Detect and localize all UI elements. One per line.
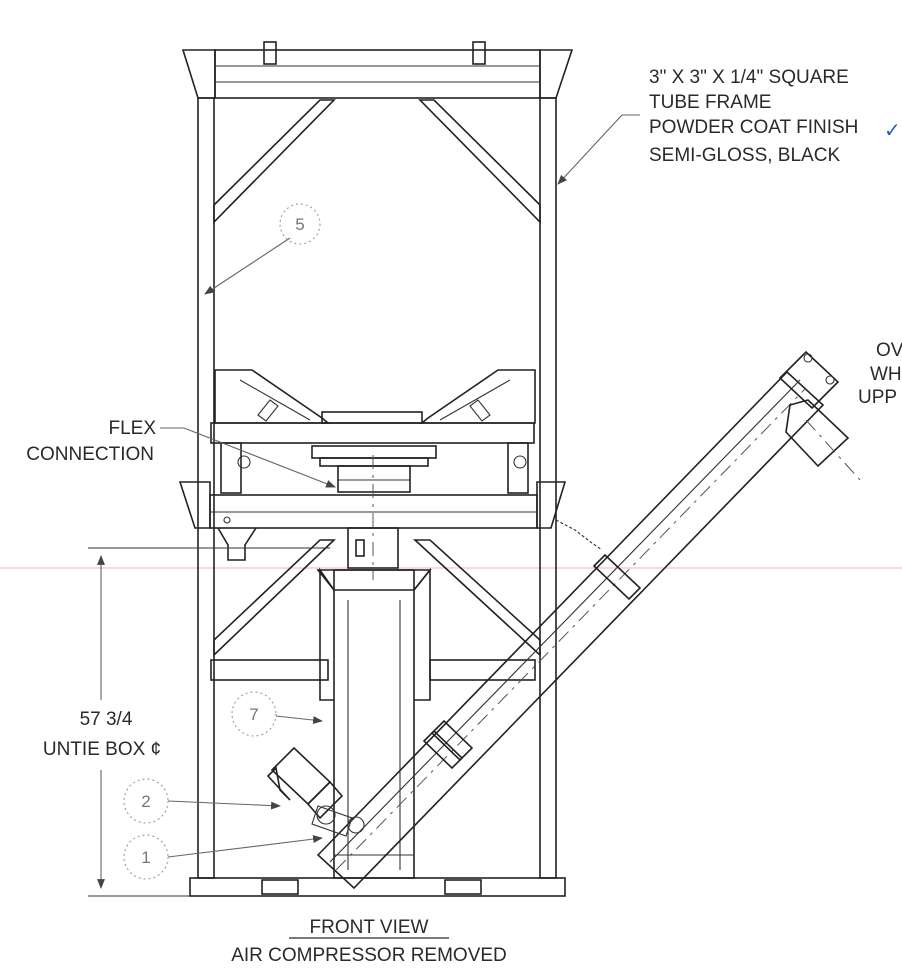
balloon-5: 5 (279, 203, 321, 245)
frame-note: 3" X 3" X 1/4" SQUARE TUBE FRAME POWDER … (649, 67, 901, 166)
flex-label: FLEX CONNECTION (26, 418, 156, 465)
balloon-2-leader (167, 800, 281, 810)
svg-text:TUBE FRAME: TUBE FRAME (649, 92, 771, 113)
vertical-chute (316, 455, 432, 879)
flex-leader (160, 427, 336, 488)
svg-text:UNTIE BOX ¢: UNTIE BOX ¢ (43, 739, 161, 760)
svg-text:FLEX: FLEX (108, 418, 156, 439)
motor-assembly (266, 746, 365, 837)
view-caption: FRONT VIEW AIR COMPRESSOR REMOVED (231, 917, 507, 966)
svg-text:CONNECTION: CONNECTION (26, 444, 154, 465)
svg-text:WH: WH (870, 364, 902, 385)
svg-text:AIR COMPRESSOR REMOVED: AIR COMPRESSOR REMOVED (231, 945, 507, 966)
svg-text:1: 1 (141, 848, 150, 867)
frame-note-leader (557, 114, 640, 185)
svg-text:2: 2 (141, 792, 150, 811)
cut-off-note: OV WH UPP (858, 340, 902, 408)
check-icon: ✓ (884, 118, 901, 142)
balloon-1: 1 (123, 834, 169, 880)
svg-text:POWDER COAT FINISH: POWDER COAT FINISH (649, 117, 858, 138)
inclined-auger (316, 350, 861, 890)
flex-connection (217, 445, 437, 569)
tube-frame (178, 41, 574, 897)
vertical-dimension (88, 547, 330, 897)
svg-text:UPP: UPP (858, 387, 897, 408)
svg-text:3" X 3" X 1/4" SQUARE: 3" X 3" X 1/4" SQUARE (649, 67, 849, 88)
balloon-2: 2 (123, 778, 169, 824)
balloon-5-leader (204, 237, 291, 295)
svg-text:SEMI-GLOSS, BLACK: SEMI-GLOSS, BLACK (649, 145, 840, 166)
svg-text:57 3/4: 57 3/4 (80, 709, 133, 730)
svg-text:7: 7 (249, 705, 258, 724)
bin-hopper (214, 369, 536, 494)
svg-text:FRONT VIEW: FRONT VIEW (310, 917, 429, 938)
balloon-1-leader (167, 835, 323, 858)
balloon-7-leader (275, 715, 323, 724)
balloon-7: 7 (231, 691, 277, 737)
svg-text:5: 5 (295, 215, 304, 234)
svg-text:OV: OV (876, 340, 902, 361)
dimension-label: 57 3/4 UNTIE BOX ¢ (43, 709, 161, 760)
